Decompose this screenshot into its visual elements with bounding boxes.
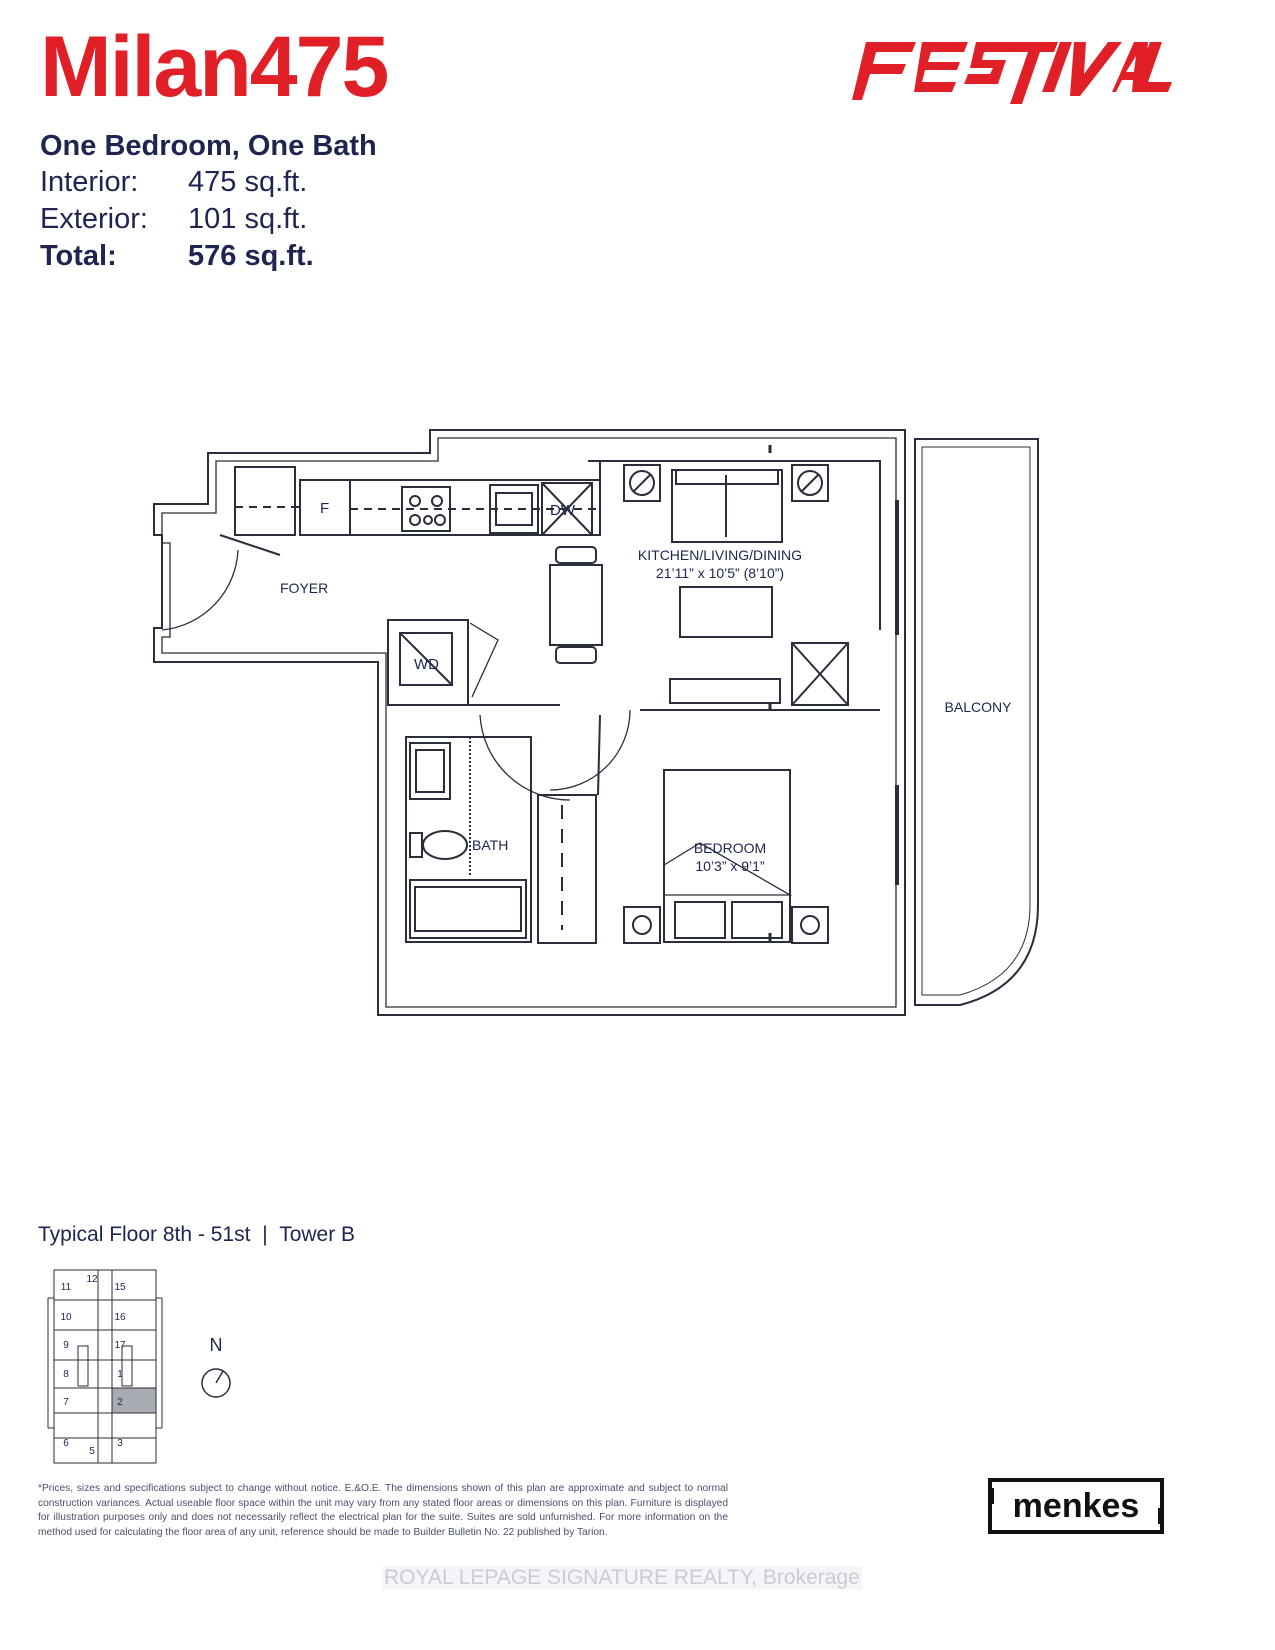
interior-label: Interior: [40, 166, 139, 198]
side-table [791, 464, 829, 502]
floor-separator: | [262, 1223, 268, 1246]
unit-label: 3 [117, 1438, 123, 1449]
bedroom-dims: 10’3” x 9’1” [695, 858, 765, 874]
bedroom-closet [537, 794, 597, 944]
floor-info: Typical Floor 8th - 51st | Tower B [38, 1223, 355, 1247]
side-table [623, 464, 661, 502]
unit-label: 12 [86, 1274, 98, 1285]
unit-label: 6 [63, 1438, 69, 1449]
bed [663, 769, 791, 943]
balcony-label: BALCONY [945, 699, 1013, 715]
washer-dryer [399, 632, 453, 686]
washer-dryer-label: WD [414, 656, 439, 673]
tv-console [669, 678, 781, 704]
unit-label: 10 [60, 1312, 72, 1323]
fridge [299, 479, 351, 536]
vanity [409, 742, 451, 800]
key-plan: 11 12 15 10 16 9 17 8 1 7 2 6 5 3 [47, 1269, 163, 1464]
foyer-label: FOYER [280, 580, 328, 596]
mechanical-closet [791, 642, 849, 706]
coffee-table [679, 586, 773, 638]
unit-label: 15 [114, 1282, 126, 1293]
unit-label: 11 [61, 1282, 72, 1293]
page-title: Milan475 [40, 19, 389, 115]
toilet [422, 830, 468, 860]
menkes-wordmark: menkes [1013, 1487, 1140, 1525]
total-label: Total: [40, 240, 117, 272]
menkes-logo: menkes [988, 1478, 1164, 1534]
kitchen-living-dining-dims: 21’11” x 10’5” (8’10”) [656, 565, 784, 581]
unit-label: 2 [117, 1397, 123, 1408]
balcony-outline [914, 438, 1039, 1006]
unit-type: One Bedroom, One Bath [40, 130, 377, 162]
bedroom-label: BEDROOM [694, 840, 766, 856]
unit-label: 17 [114, 1340, 126, 1351]
bathtub [409, 879, 527, 939]
tower-name: Tower B [279, 1223, 356, 1246]
highlighted-unit [111, 1387, 157, 1414]
disclaimer-text: *Prices, sizes and specifications subjec… [38, 1483, 728, 1538]
festival-logo [852, 42, 1172, 104]
nightstand [623, 906, 661, 944]
unit-label: 1 [117, 1369, 123, 1380]
unit-label: 9 [63, 1340, 69, 1351]
unit-label: 8 [63, 1369, 69, 1380]
unit-label: 16 [114, 1312, 126, 1323]
exterior-wall-inner [161, 437, 897, 1008]
floor-plan: F DW WD KITCHEN/LIVING/DINING 21’11” x 1… [153, 429, 1039, 1016]
floor-range: Typical Floor 8th - 51st [38, 1223, 251, 1246]
interior-value: 475 sq.ft. [188, 166, 308, 198]
exterior-wall-outer [153, 429, 906, 1016]
unit-label: 5 [89, 1446, 95, 1457]
unit-label: 7 [63, 1397, 69, 1408]
laundry-closet [387, 619, 469, 706]
dishwasher-label: DW [550, 502, 576, 519]
north-arrow-icon: N [201, 1335, 231, 1398]
total-value: 576 sq.ft. [188, 240, 314, 272]
north-label: N [210, 1335, 223, 1355]
bath-label: BATH [472, 837, 508, 853]
exterior-label: Exterior: [40, 203, 148, 235]
dining-table [549, 564, 603, 646]
fridge-label: F [320, 500, 329, 517]
watermark: ROYAL LEPAGE SIGNATURE REALTY, Brokerage [382, 1566, 862, 1590]
nightstand [791, 906, 829, 944]
kitchen-living-dining-label: KITCHEN/LIVING/DINING [638, 547, 802, 563]
bathroom [405, 736, 532, 943]
exterior-value: 101 sq.ft. [188, 203, 308, 235]
